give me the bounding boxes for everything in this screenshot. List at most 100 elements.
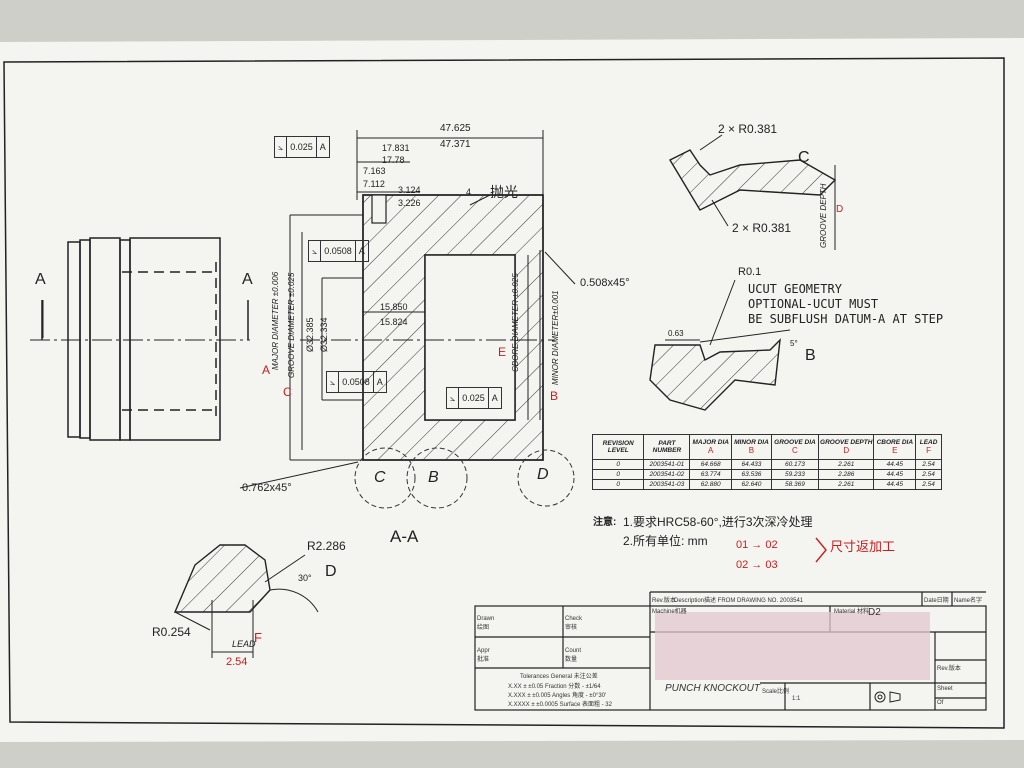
detail-d-view [173,544,319,658]
tb-material-value: D2 [868,607,881,618]
table-cell: 2.261 [817,479,875,490]
table-cell: 64.668 [689,459,733,470]
revision-table-header-cell: GROOVE DIA C [770,434,819,460]
table-cell: 44.45 [873,469,917,480]
detail-d-letter: D [325,563,337,580]
table-cell: 64.433 [731,459,772,470]
fcf-right: ⦣ 0.025 A [446,387,502,409]
note-2: 2.所有单位: mm [623,534,708,548]
tb-tolerance-header: Tolerances General 未注公差 [520,674,598,680]
revision-table-header-cell: PART NUMBER [643,434,691,460]
tb-sheet: Sheet [937,686,953,692]
chamfer-left: 0.762x45° [242,482,292,494]
header-tag: E [892,446,898,455]
handwritten-rev-1: 01 → 02 [736,539,778,551]
ucut-note-1: UCUT GEOMETRY [748,282,842,296]
detail-c-radius-bottom: 2 × R0.381 [732,221,792,235]
detail-d-radius-small: R0.254 [152,625,191,639]
table-cell: 59.233 [770,469,819,480]
red-label-a: A [262,363,271,377]
table-cell: 63.774 [689,469,733,480]
dim-32385: Ø32.385 [305,317,315,352]
note-1: 1.要求HRC58-60°,进行3次深冷处理 [623,515,813,529]
angularity-icon: ⦣ [327,372,340,392]
chamfer-right: 0.508x45° [580,277,630,289]
dim-15824: 15.824 [380,317,408,327]
revision-table-header-cell: GROOVE DEPTH D [817,434,875,460]
tb-drawn: Drawn 绘图 [477,616,495,631]
tb-appr: Appr 批准 [477,648,490,663]
table-cell: 2003541-02 [643,469,691,480]
dim-47625: 47.625 [440,123,471,134]
dim-3226: 3.226 [398,198,421,208]
revision-table-header-cell: REVISION LEVEL [591,434,645,460]
red-label-c: C [283,385,292,399]
detail-c-view [669,134,837,250]
groove-depth-label: GROOVE DEPTH [819,183,828,248]
border-frame [3,57,1005,729]
tb-tolerance-3: X.XXXX ± ±0.0005 Surface 表面粗 - 32 [508,702,612,708]
table-cell: 60.173 [770,459,819,470]
dim-3124: 3.124 [398,185,421,195]
section-label-a-left: A [35,271,46,288]
projection-symbol [874,691,901,703]
detail-b-letter: B [805,347,816,364]
redaction-box [655,612,930,680]
header-tag: B [748,446,755,455]
header-tag: F [926,446,932,455]
table-cell: 2.54 [915,479,942,490]
tb-check: Check 审核 [565,616,583,631]
detail-b-angle: 5° [790,339,798,348]
tb-tolerance-1: X.XX ± ±0.05 Fraction 分数 - ±1/64 [508,684,601,690]
angularity-icon: ⦣ [447,388,460,408]
tb-rev: Rev.版本 [652,598,676,604]
table-cell: 0 [591,479,645,490]
table-cell: 44.45 [873,459,917,470]
header-tag: D [843,446,850,455]
tb-of: Of [937,700,944,706]
tb-machine: Machine机器 [652,609,687,615]
detail-b-radius: R0.1 [738,266,762,278]
detail-c-letter: C [798,149,810,166]
tb-scale: 1:1 [792,696,801,702]
section-title: A-A [390,527,419,546]
handwritten-note: 尺寸返加工 [830,539,896,554]
polish-num: 4 [466,187,472,197]
revision-table-header-cell: MAJOR DIA A [689,434,733,460]
dim-32334: Ø32.334 [319,317,329,352]
detail-b-view [649,279,791,411]
table-cell: 2.261 [817,459,875,470]
minor-dia-label: MINOR DIAMETER±0.001 [551,290,560,385]
notes-label: 注意: [593,517,617,528]
detail-c-radius-top: 2 × R0.381 [718,122,778,136]
section-label-a-right: A [242,271,253,288]
dim-1778: 17.78 [382,155,405,165]
table-cell: 2.54 [915,459,942,470]
handwritten-rev-2: 02 → 03 [736,559,778,571]
tb-rev2: Rev.版本 [937,666,961,672]
fcf-top: ⦣ 0.025 A [274,136,330,158]
table-cell: 0 [591,469,645,480]
dim-7112: 7.112 [363,179,385,189]
table-cell: 63.536 [731,469,772,480]
detail-d-circle-label: D [537,466,549,483]
groove-dia-label: GROOVE DIAMETER ±0.025 [287,272,296,378]
polish-note: 抛光 [490,184,518,200]
red-label-b: B [550,389,559,403]
revision-table-header-cell: CBORE DIA E [873,434,917,460]
table-cell: 2003541-03 [643,479,691,490]
header-tag: A [708,446,714,455]
angularity-icon: ⦣ [275,137,288,157]
side-view [30,237,250,441]
tb-count: Count 数量 [565,648,582,663]
table-cell: 62.880 [689,479,733,490]
dim-47371: 47.371 [440,139,471,150]
tb-material: Material 材料 [834,609,870,615]
drawing-title: PUNCH KNOCKOUT [665,683,761,694]
